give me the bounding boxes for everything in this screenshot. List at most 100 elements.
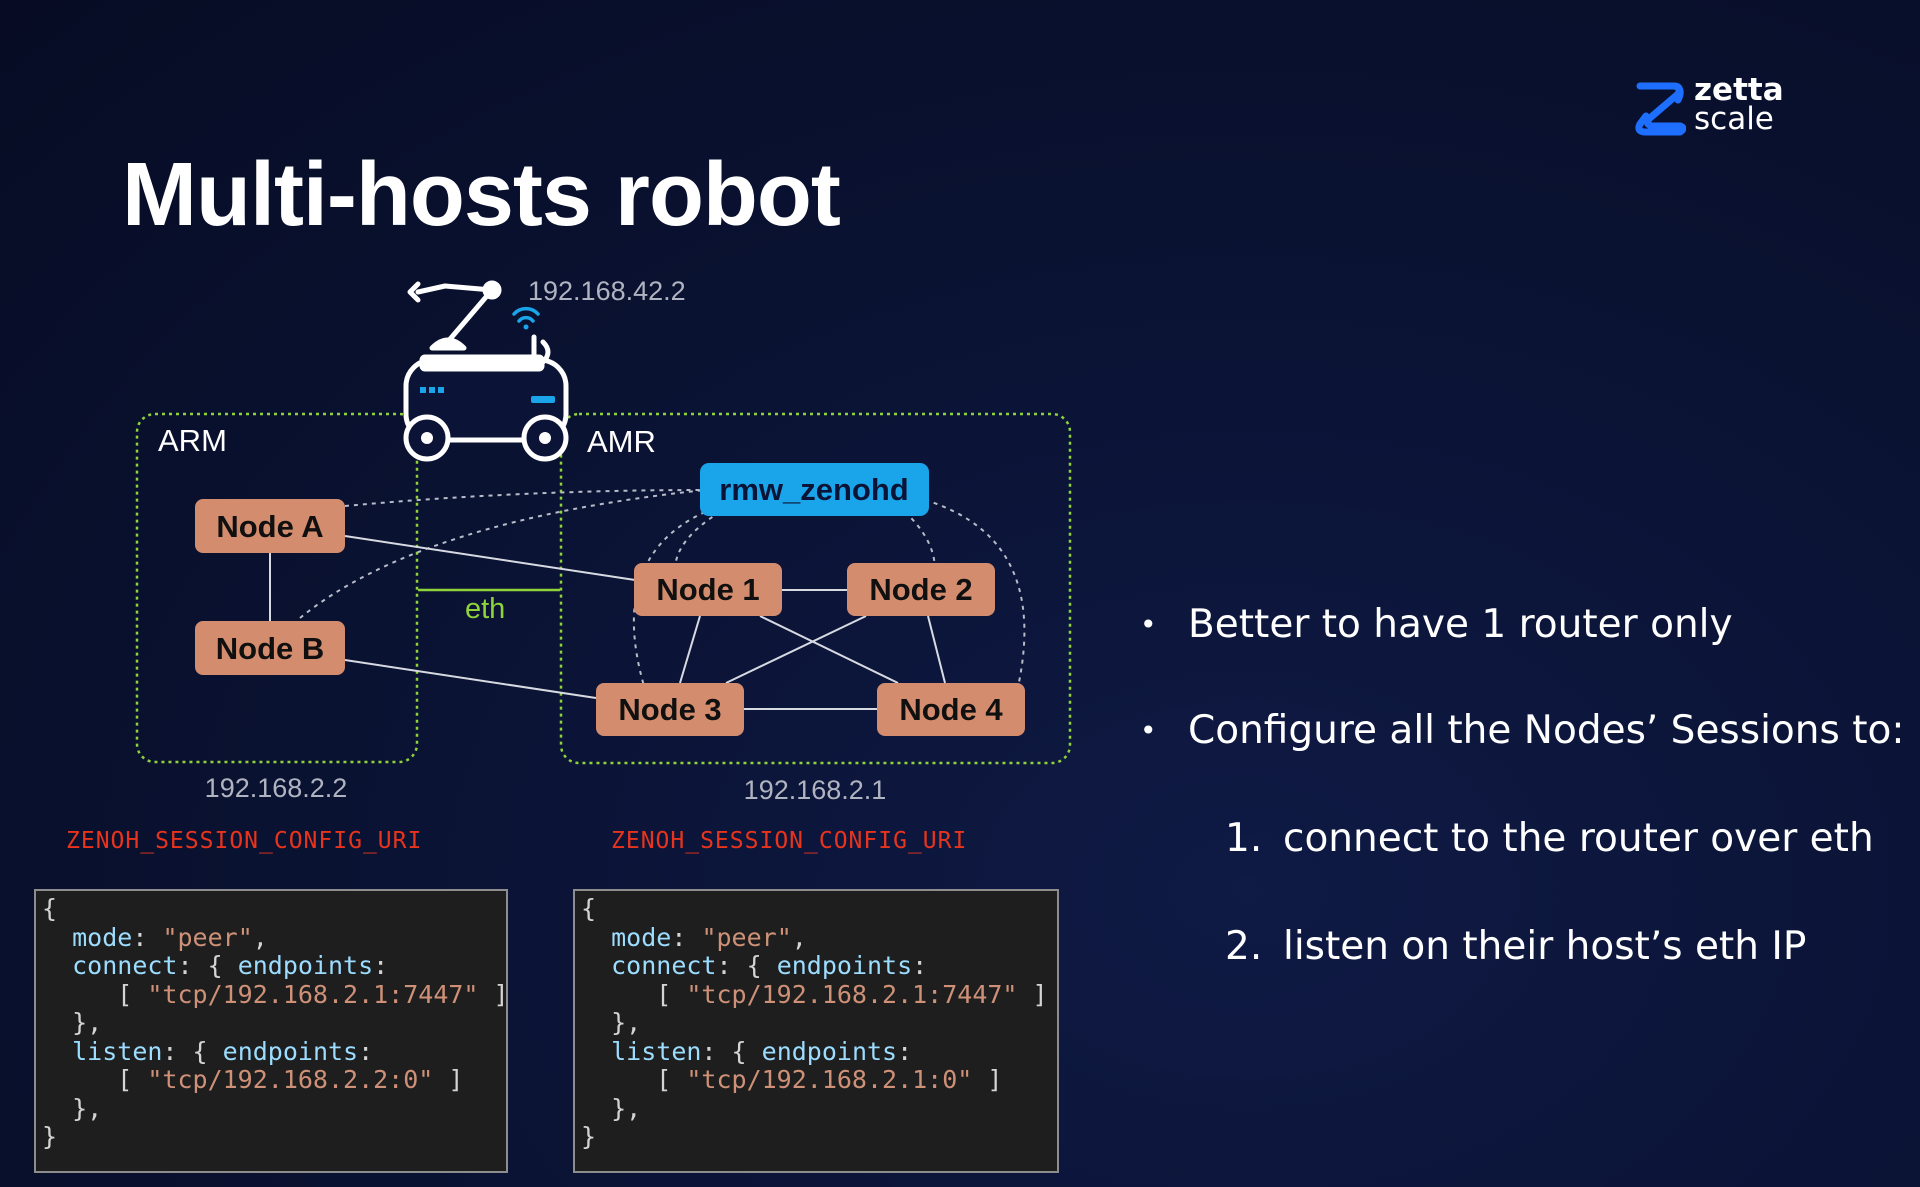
code-token: endpoints	[761, 1036, 898, 1066]
code-token: :	[671, 922, 702, 952]
code-token: }	[42, 1122, 58, 1151]
bullet-text-1: Better to have 1 router only	[1188, 602, 1733, 647]
code-token	[581, 923, 611, 952]
code-line: connect: { endpoints:	[42, 951, 506, 981]
eth-label: eth	[465, 593, 505, 625]
code-token: [	[42, 1065, 148, 1094]
code-line: [ "tcp/192.168.2.1:7447" ]	[42, 979, 509, 1010]
network-diagram: rmw_zenohd Node A Node B Node 1 Node 2 N…	[135, 276, 1072, 805]
code-token: : {	[177, 951, 238, 980]
amr-label: AMR	[587, 424, 656, 459]
code-token	[581, 1037, 611, 1066]
code-token: :	[358, 1036, 374, 1066]
dashed-link-nodeA-router	[344, 489, 706, 507]
node-1-label: Node 1	[656, 572, 759, 607]
code-token: ,	[252, 922, 268, 952]
arm-env-var-label: ZENOH_SESSION_CONFIG_URI	[66, 828, 423, 854]
code-line: {	[581, 894, 1057, 924]
code-token: "tcp/192.168.2.1:7447"	[686, 979, 1018, 1009]
code-token: :	[373, 951, 389, 980]
node-b-box	[195, 621, 345, 675]
logo-wordmark: zetta scale	[1694, 72, 1784, 135]
arm-label: ARM	[158, 423, 227, 458]
code-token: {	[581, 894, 597, 923]
code-line: listen: { endpoints:	[42, 1036, 506, 1067]
zettascale-logo-mark-icon	[1635, 82, 1686, 136]
code-line: },	[42, 1093, 506, 1124]
code-token: ,	[791, 922, 807, 952]
router-label: rmw_zenohd	[719, 472, 908, 507]
robot-icon	[403, 280, 569, 462]
code-line: listen: { endpoints:	[581, 1036, 1057, 1067]
link-node2-node3	[725, 615, 867, 684]
amr-host-box	[559, 412, 1072, 765]
arm-host-box	[135, 412, 419, 764]
link-node1-node4	[759, 615, 899, 684]
logo-line1: zetta	[1694, 72, 1784, 108]
code-token: [	[581, 979, 687, 1009]
link-nodeA-node1	[344, 535, 636, 581]
code-token: [	[42, 979, 148, 1009]
numbered-item-1-number: 1.	[1225, 816, 1263, 861]
solid-links	[269, 535, 946, 710]
code-token	[581, 951, 611, 980]
code-line: }	[42, 1122, 506, 1152]
code-line: }	[581, 1122, 1057, 1152]
bullet-text-2: Configure all the Nodes’ Sessions to:	[1188, 708, 1905, 753]
page-title: Multi-hosts robot	[122, 145, 841, 245]
code-token: "peer"	[162, 922, 253, 952]
link-nodeB-node3	[344, 659, 597, 699]
code-line: },	[42, 1008, 506, 1038]
code-line: mode: "peer",	[42, 922, 506, 953]
dashed-link-node1-router	[674, 511, 721, 571]
code-token	[42, 951, 72, 980]
arm-config-code: { mode: "peer", connect: { endpoints: [ …	[34, 889, 509, 1173]
wifi-icon	[512, 306, 540, 330]
bullet-dot: •	[1140, 608, 1157, 641]
code-token: connect	[611, 951, 717, 980]
node-2-label: Node 2	[869, 572, 972, 607]
code-token: "tcp/192.168.2.1:7447"	[147, 979, 479, 1009]
code-token: listen	[611, 1036, 702, 1066]
link-node2-node4	[927, 615, 946, 684]
code-token: }	[581, 1122, 597, 1151]
robot-ip-label: 192.168.42.2	[528, 276, 686, 306]
code-token: :	[132, 922, 163, 952]
link-node1-node3	[679, 615, 701, 684]
node-3-label: Node 3	[618, 692, 721, 727]
code-token: [	[581, 1065, 687, 1094]
code-token: endpoints	[776, 951, 913, 980]
code-line: [ "tcp/192.168.2.1:7447" ]	[581, 979, 1057, 1010]
amr-ip-label: 192.168.2.1	[744, 775, 887, 805]
code-line: },	[581, 1008, 1057, 1038]
dashed-link-nodeB-router	[299, 489, 706, 619]
code-token: listen	[72, 1036, 163, 1066]
code-token: {	[42, 894, 58, 923]
code-line: },	[581, 1094, 1057, 1124]
code-token: },	[42, 1093, 103, 1123]
numbered-item-2-number: 2.	[1225, 924, 1263, 969]
code-token: : {	[716, 951, 777, 980]
code-token: ]	[433, 1065, 464, 1094]
node-3-box	[596, 683, 744, 736]
bullet-dot: •	[1140, 714, 1157, 747]
amr-env-var-label: ZENOH_SESSION_CONFIG_URI	[611, 828, 968, 854]
code-token	[42, 923, 72, 952]
numbered-item-2-text: listen on their host’s eth IP	[1283, 924, 1807, 969]
code-line: [ "tcp/192.168.2.1:0" ]	[581, 1065, 1057, 1095]
dashed-link-node4-router	[924, 499, 1026, 701]
node-b-label: Node B	[216, 631, 325, 666]
code-token: : {	[162, 1036, 223, 1066]
code-token: mode	[611, 922, 672, 952]
code-token: mode	[72, 922, 133, 952]
router-box	[700, 463, 929, 516]
code-token: ]	[972, 1065, 1003, 1094]
code-token: ]	[478, 979, 509, 1009]
code-token: ]	[1017, 979, 1048, 1009]
code-token: },	[581, 1008, 642, 1037]
node-4-box	[877, 683, 1025, 736]
code-token: endpoints	[222, 1036, 359, 1066]
code-line: connect: { endpoints:	[581, 951, 1057, 981]
code-token: connect	[72, 951, 178, 980]
node-4-label: Node 4	[899, 692, 1003, 727]
